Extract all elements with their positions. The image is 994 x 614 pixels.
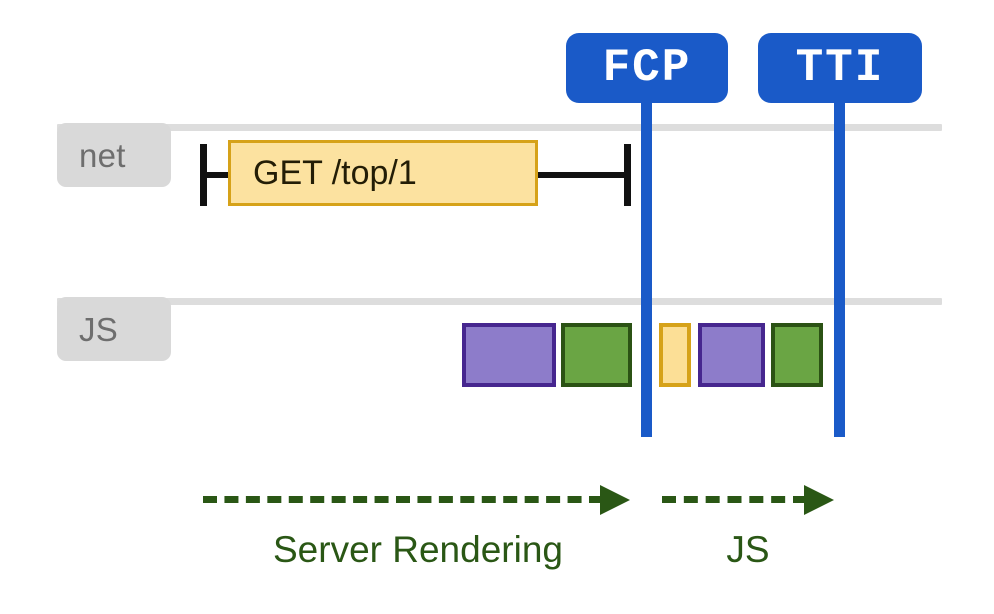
marker-badge-tti[interactable]: TTI <box>758 33 922 103</box>
request-end-whisker <box>624 144 631 206</box>
js-task-block-2[interactable] <box>659 323 691 387</box>
request-start-stem <box>200 172 232 178</box>
network-request-bar[interactable]: GET /top/1 <box>228 140 538 206</box>
phase-arrow-js <box>662 496 807 503</box>
network-request-label: GET /top/1 <box>253 154 417 192</box>
js-task-block-0[interactable] <box>462 323 556 387</box>
track-chip-js: JS <box>57 297 171 361</box>
js-task-block-4[interactable] <box>771 323 823 387</box>
marker-line-tti <box>834 96 845 437</box>
js-task-block-1[interactable] <box>561 323 632 387</box>
phase-arrow-head-js <box>804 485 834 515</box>
track-line-net <box>57 124 942 131</box>
phase-arrow-head-server-rendering <box>600 485 630 515</box>
js-task-block-3[interactable] <box>698 323 765 387</box>
track-chip-net: net <box>57 123 171 187</box>
track-line-js <box>57 298 942 305</box>
phase-label-js: JS <box>726 529 770 570</box>
track-label-net: net <box>79 136 126 174</box>
phase-arrow-server-rendering <box>203 496 603 503</box>
marker-badge-tti-label: TTI <box>795 42 885 94</box>
marker-line-fcp <box>641 96 652 437</box>
marker-badge-fcp-label: FCP <box>602 42 692 94</box>
track-label-js: JS <box>79 310 119 348</box>
phase-label-server-rendering: Server Rendering <box>273 529 563 570</box>
marker-badge-fcp[interactable]: FCP <box>566 33 728 103</box>
request-end-stem <box>534 172 630 178</box>
